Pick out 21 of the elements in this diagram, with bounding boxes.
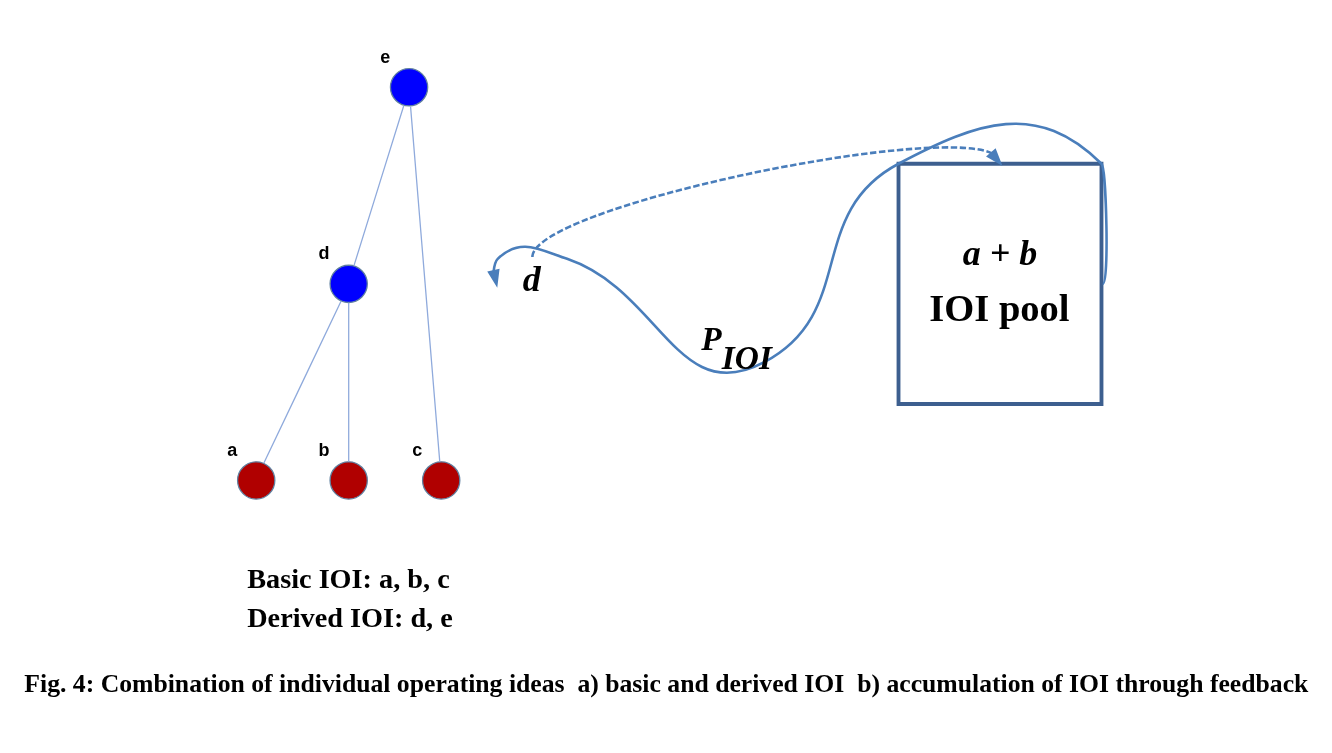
node-circle: [389, 67, 429, 107]
connector: [263, 299, 342, 464]
connector: [409, 105, 441, 462]
label: Basic IOI: a, b, c: [247, 562, 450, 594]
arrow: [531, 145, 1003, 258]
arrow: [487, 122, 1108, 374]
node-box: a + b IOI pool: [896, 161, 1104, 406]
node-circle: [236, 460, 276, 500]
node-label: b: [318, 439, 330, 460]
caption: Fig. 4: Combination of individual operating ideas a) basic and derived IOI b) accumulation of IOI through feedback: [24, 668, 1309, 698]
node-label: d: [318, 242, 330, 263]
connector: [348, 301, 350, 462]
node-circle: [421, 460, 461, 500]
node-circle: [329, 460, 368, 500]
connector: [353, 104, 405, 266]
node-label: e: [380, 46, 391, 67]
label: Derived IOI: d, e: [247, 601, 453, 633]
node-label: c: [412, 439, 423, 460]
node-label: a: [227, 439, 238, 460]
node-circle: [329, 264, 368, 303]
node-text: d: [522, 258, 541, 299]
